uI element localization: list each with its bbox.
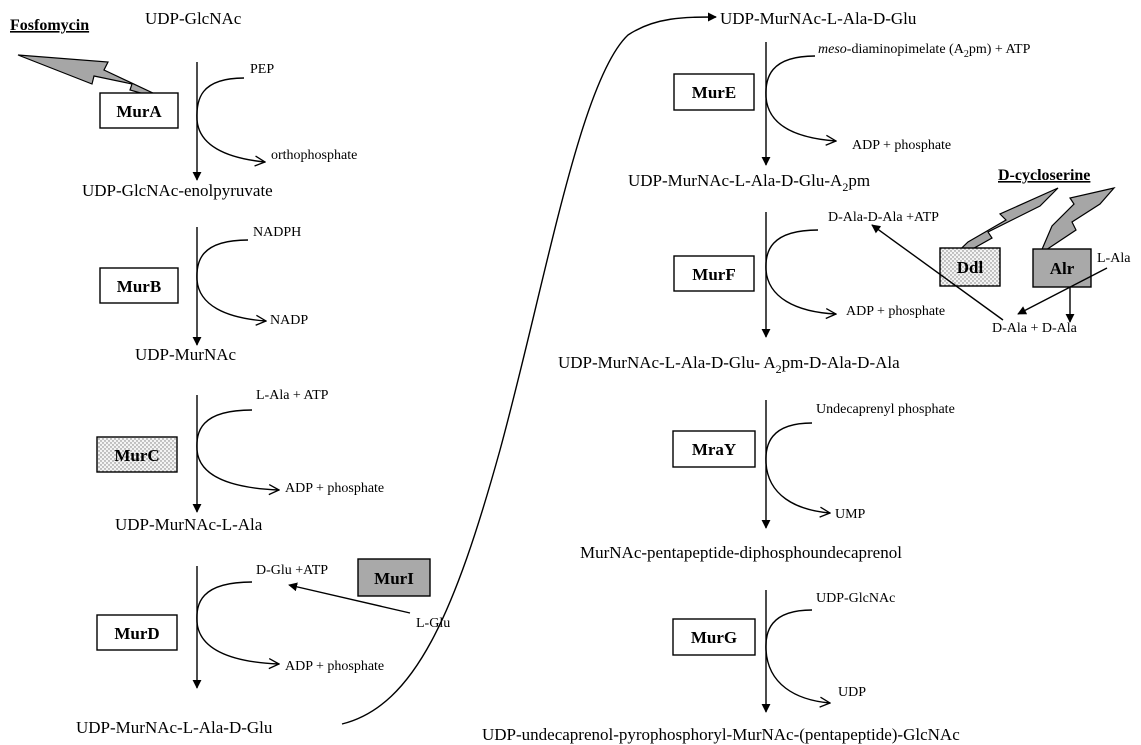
compound-enolpyruvate: UDP-GlcNAc-enolpyruvate <box>82 181 273 200</box>
compound-udp-murnac: UDP-MurNAc <box>135 345 237 364</box>
fosfomycin-bolt-icon <box>17 54 173 103</box>
cosubstrate-dala-dala: D-Ala + D-Ala <box>992 321 1078 336</box>
cosubstrate-nadph: NADPH <box>253 225 301 240</box>
cosubstrate-dglu-atp: D-Glu +ATP <box>256 563 328 578</box>
arrow-lglu-to-dglu <box>288 582 411 614</box>
enzyme-murg-label: MurG <box>691 628 737 647</box>
enzyme-murb-label: MurB <box>117 277 161 296</box>
arrow-dglu-atp-in <box>196 581 253 623</box>
cosubstrate-pep: PEP <box>250 62 274 77</box>
compound-murnac-lala-dglu-right: UDP-MurNAc-L-Ala-D-Glu <box>720 9 917 28</box>
byproduct-udp: UDP <box>838 685 866 700</box>
byproduct-adp-phosphate-d: ADP + phosphate <box>285 659 384 674</box>
arrow-pep-in <box>196 77 245 121</box>
byproduct-nadp: NADP <box>270 313 308 328</box>
compound-lipid-ii: UDP-undecaprenol-pyrophosphoryl-MurNAc-(… <box>482 725 960 744</box>
arrow-adp-phosphate-d-out <box>196 621 279 664</box>
cosubstrate-udp-glcnac-g: UDP-GlcNAc <box>816 591 895 606</box>
enzyme-ddl-label: Ddl <box>957 258 984 277</box>
arrow-undecaprenyl-in <box>765 422 813 464</box>
compound-murnac-lala: UDP-MurNAc-L-Ala <box>115 515 263 534</box>
compound-lipid-i: MurNAc-pentapeptide-diphosphoundecapreno… <box>580 543 902 562</box>
arrow-dala-to-dala-dala-atp <box>871 224 1004 321</box>
arrow-nadp-out <box>196 279 266 321</box>
byproduct-adp-phosphate-f: ADP + phosphate <box>846 304 945 319</box>
cosubstrate-lala: L-Ala <box>1097 251 1131 266</box>
enzyme-mura-label: MurA <box>116 102 162 121</box>
enzyme-muri-label: MurI <box>374 569 414 588</box>
compound-murnac-lala-dglu-left: UDP-MurNAc-L-Ala-D-Glu <box>76 718 273 737</box>
enzyme-murg-box <box>672 618 756 656</box>
enzyme-murd-label: MurD <box>114 624 159 643</box>
enzyme-ddl-box <box>939 247 1001 287</box>
enzyme-mray-label: MraY <box>692 440 736 459</box>
enzyme-murb-box <box>99 267 179 304</box>
dcycloserine-label: D-cycloserine <box>998 167 1090 184</box>
enzyme-mray-box <box>672 430 756 468</box>
byproduct-orthophosphate: orthophosphate <box>271 148 357 163</box>
arrow-adp-phosphate-e-out <box>765 96 836 141</box>
fosfomycin-label: Fosfomycin <box>10 17 89 34</box>
enzyme-alr-box <box>1032 248 1092 288</box>
enzyme-mure-label: MurE <box>692 83 736 102</box>
compound-udp-glcnac: UDP-GlcNAc <box>145 9 242 28</box>
arrow-adp-phosphate-c-out <box>196 449 279 490</box>
enzyme-mura-box <box>99 92 179 129</box>
cosubstrate-undecaprenyl-phosphate: Undecaprenyl phosphate <box>816 402 955 417</box>
enzyme-murc-box <box>96 436 178 473</box>
arrow-orthophosphate-out <box>196 119 265 162</box>
arrow-udp-glcnac-g-in <box>765 609 813 651</box>
compound-a2pm-product: UDP-MurNAc-L-Ala-D-Glu-A2pm <box>628 171 870 194</box>
enzyme-murd-box <box>96 614 178 651</box>
arrow-adp-phosphate-f-out <box>765 269 836 314</box>
arrow-lala-atp-in <box>196 409 253 451</box>
byproduct-ump: UMP <box>835 507 866 522</box>
cosubstrate-dala-dala-atp: D-Ala-D-Ala +ATP <box>828 210 939 225</box>
arrow-udp-out <box>765 649 830 703</box>
enzyme-murf-label: MurF <box>692 265 735 284</box>
byproduct-adp-phosphate-e: ADP + phosphate <box>852 138 951 153</box>
byproduct-adp-phosphate-c: ADP + phosphate <box>285 481 384 496</box>
enzyme-murf-box <box>673 255 755 292</box>
arrow-ump-out <box>765 462 830 513</box>
arrow-meso-a2pm-in <box>765 55 816 98</box>
arrow-nadph-in <box>196 239 249 281</box>
dcycloserine-bolt-alr-icon <box>1038 187 1116 256</box>
enzyme-alr-label: Alr <box>1050 259 1075 278</box>
enzyme-murc-label: MurC <box>114 446 159 465</box>
cosubstrate-lala-atp: L-Ala + ATP <box>256 388 329 403</box>
enzyme-muri-box <box>357 558 431 597</box>
arrow-lala-to-dala <box>1017 267 1108 315</box>
compound-pentapeptide: UDP-MurNAc-L-Ala-D-Glu- A2pm-D-Ala-D-Ala <box>558 353 900 376</box>
arrow-dala-dala-in <box>765 229 819 271</box>
cosubstrate-lglu: L-Glu <box>416 616 450 631</box>
cosubstrate-meso-a2pm-atp: meso-diaminopimelate (A2pm) + ATP <box>818 42 1031 60</box>
enzyme-mure-box <box>673 73 755 111</box>
arrow-connector-to-right-column <box>341 12 717 725</box>
